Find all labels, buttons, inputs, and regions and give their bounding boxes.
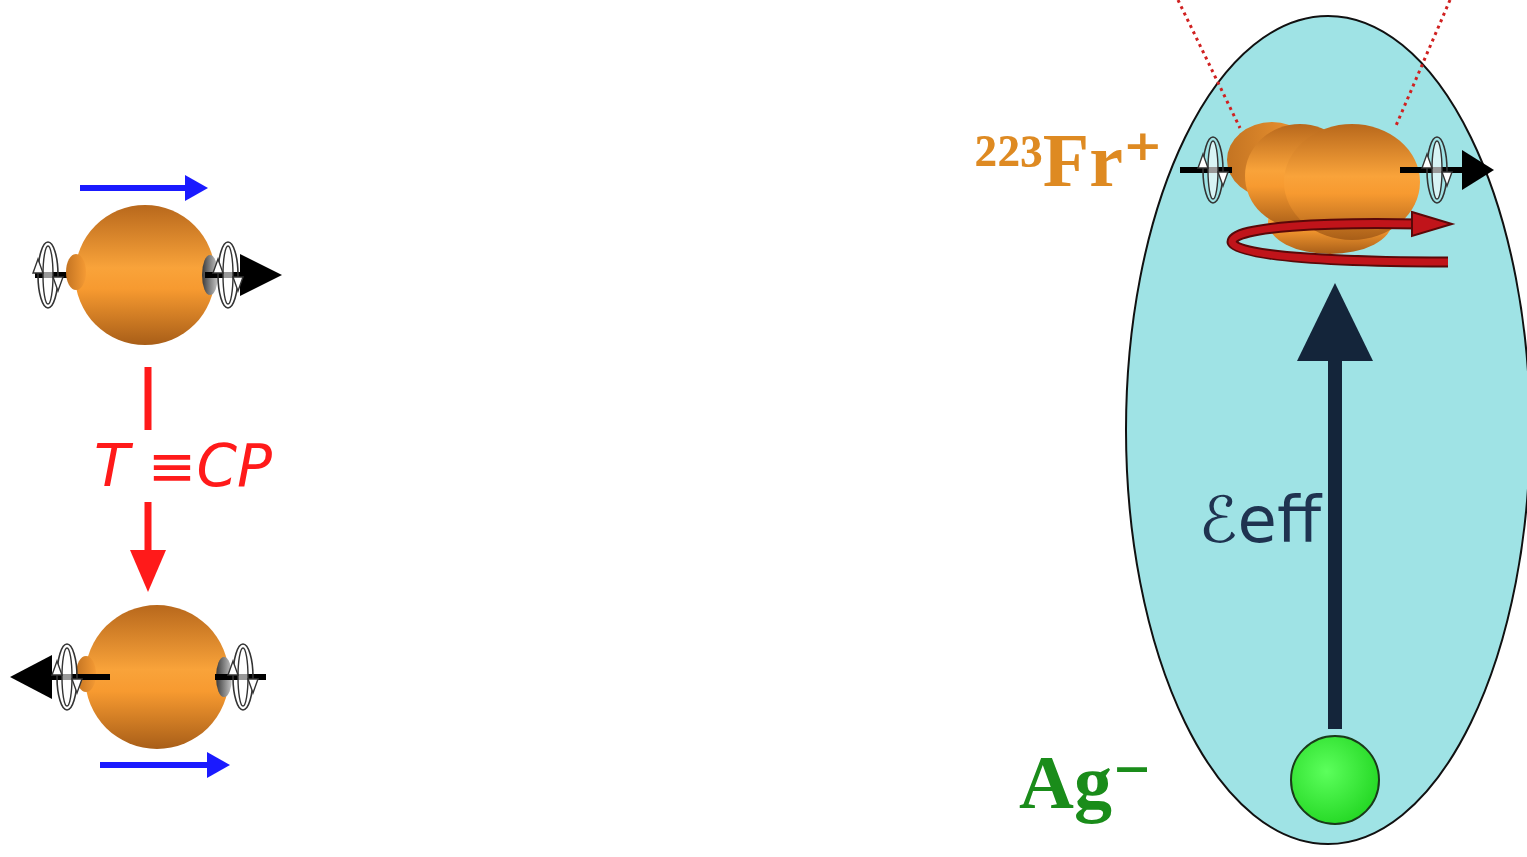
spin-ring	[1198, 137, 1228, 203]
anion-node: Ag⁻	[1290, 735, 1380, 825]
nucleus	[1180, 122, 1494, 262]
rotation-arrowhead	[1412, 212, 1452, 236]
transform-arrowhead	[130, 550, 166, 592]
molecule-ellipse	[1126, 16, 1527, 844]
spin-arrowhead	[10, 655, 52, 699]
spin-ring	[1422, 137, 1452, 203]
atom-label: Ag⁻	[1019, 737, 1152, 826]
operation-label: T ≡CP	[90, 430, 276, 502]
pole-bump	[66, 254, 86, 290]
spin-ring	[213, 242, 243, 308]
spin-ring	[228, 644, 258, 710]
guide-line	[1395, 0, 1450, 128]
spin-ring	[33, 242, 63, 308]
spin-arrowhead	[1462, 150, 1494, 190]
momentum-arrow	[80, 185, 190, 191]
field-label: ℰeff	[1199, 483, 1321, 557]
momentum-arrowhead	[185, 175, 208, 201]
sphere	[75, 205, 215, 345]
particle-top	[33, 175, 282, 345]
momentum-arrow	[100, 762, 212, 768]
atom-label: ²²³Fr⁺	[974, 115, 1163, 204]
momentum-arrowhead	[207, 752, 230, 778]
nucleus-node: ²²³Fr⁺	[1225, 115, 1425, 280]
arrow-shaft	[1328, 357, 1342, 729]
guide-line	[1178, 0, 1240, 128]
particle-bottom	[10, 605, 266, 778]
spin-arrowhead	[240, 254, 282, 296]
arrow-head	[1297, 283, 1373, 361]
spin-ring	[52, 644, 82, 710]
